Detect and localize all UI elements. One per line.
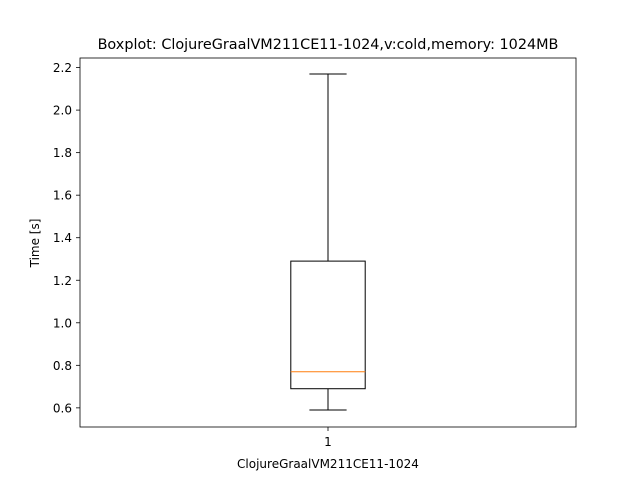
y-tick-label: 0.6	[53, 401, 72, 415]
chart-title: Boxplot: ClojureGraalVM211CE11-1024,v:co…	[98, 37, 559, 53]
y-tick-label: 0.8	[53, 359, 72, 373]
y-tick-label: 2.2	[53, 61, 72, 75]
y-axis-label: Time [s]	[28, 219, 42, 269]
plot-area: 0.6 0.8 1.0 1.2 1.4 1.6 1.8 2.0 2.2 1	[53, 57, 577, 449]
y-tick-label: 1.2	[53, 274, 72, 288]
y-tick-label: 2.0	[53, 104, 72, 118]
x-tick-label: 1	[324, 435, 332, 449]
x-axis-label: ClojureGraalVM211CE11-1024	[237, 457, 419, 471]
box	[290, 260, 366, 390]
y-tick-label: 1.8	[53, 146, 72, 160]
y-tick-label: 1.4	[53, 231, 72, 245]
y-tick-label: 1.0	[53, 316, 72, 330]
axes-frame	[79, 57, 577, 428]
y-tick-label: 1.6	[53, 189, 72, 203]
